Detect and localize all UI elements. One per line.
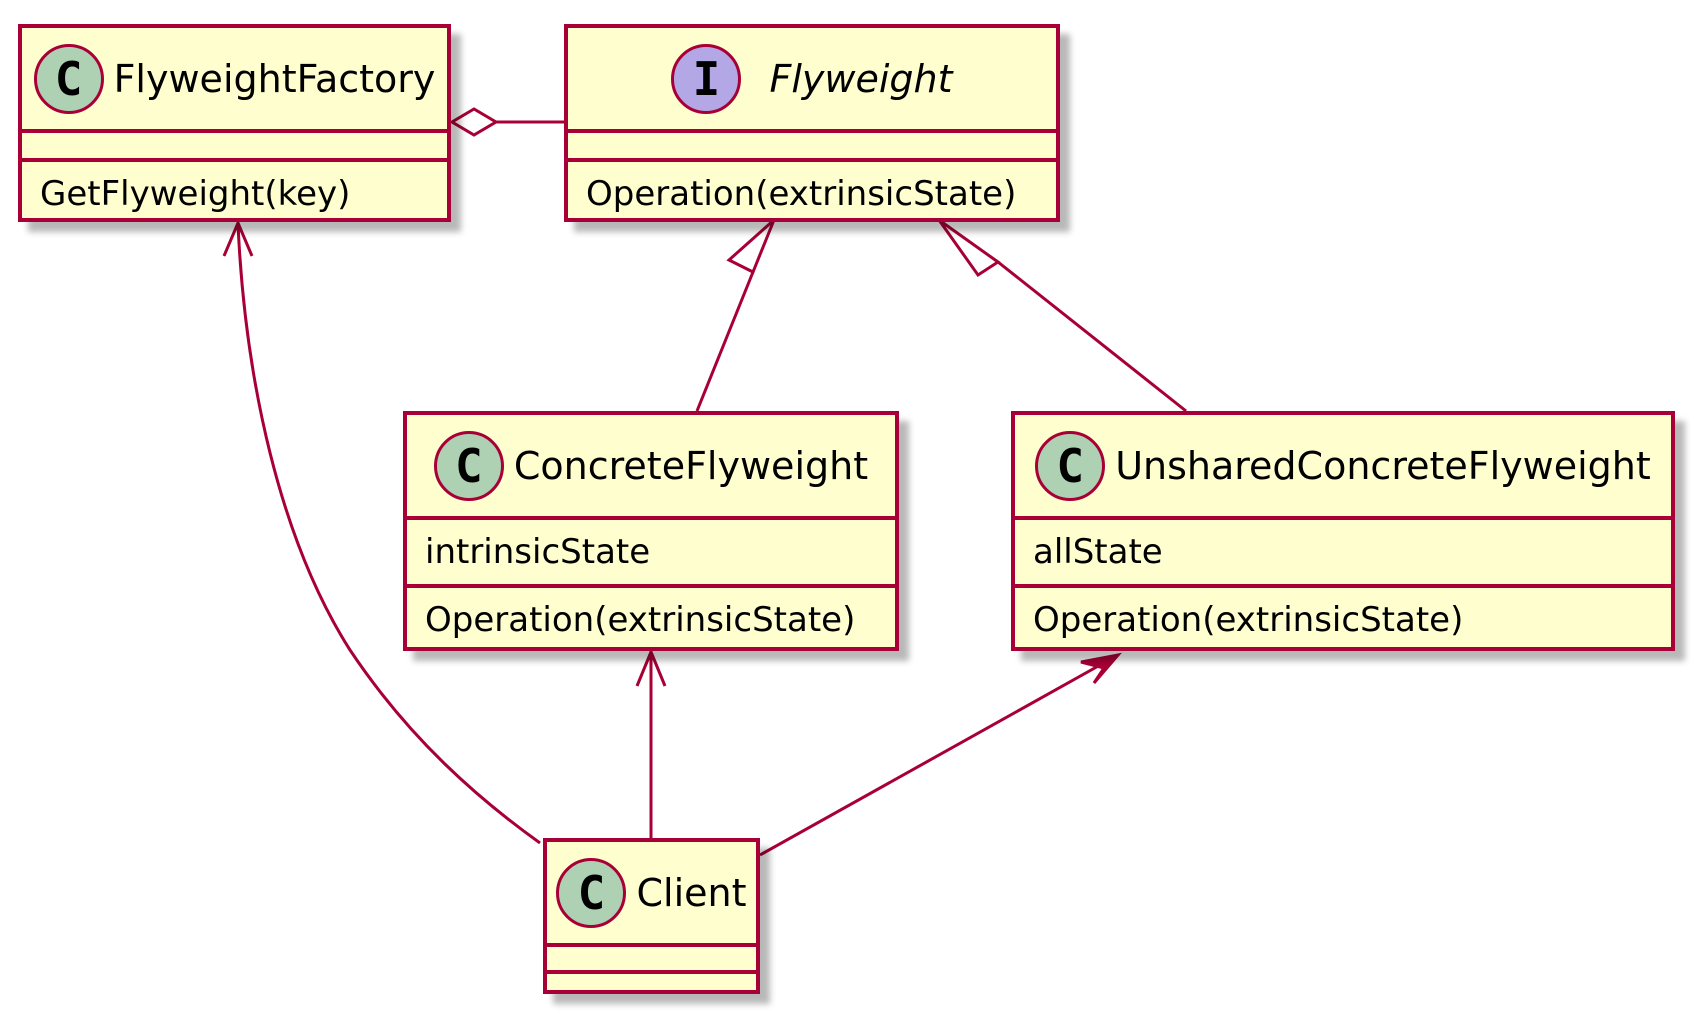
class-header: I Flyweight <box>568 28 1056 133</box>
class-name: Client <box>636 870 747 915</box>
aggregation-diamond <box>449 107 499 137</box>
association-arrowhead-concrete <box>635 648 667 687</box>
methods-section: Operation(extrinsicState) <box>407 584 895 652</box>
generalization-arrowhead-concrete <box>726 218 776 275</box>
method: GetFlyweight(key) <box>40 174 351 214</box>
class-unshared-concrete-flyweight[interactable]: C UnsharedConcreteFlyweight allState Ope… <box>1011 411 1675 651</box>
generalization-edge-unshared <box>997 260 1187 413</box>
generalization-edge-concrete <box>695 271 755 412</box>
field: allState <box>1033 532 1163 572</box>
class-header: C Client <box>547 842 756 947</box>
class-header: C FlyweightFactory <box>22 28 447 133</box>
class-flyweight[interactable]: I Flyweight Operation(extrinsicState) <box>564 24 1060 222</box>
class-stereotype-icon: C <box>33 43 104 114</box>
interface-stereotype-icon: I <box>671 43 742 114</box>
fields-section: intrinsicState <box>407 520 895 584</box>
association-edge-unshared <box>759 653 1119 857</box>
field: intrinsicState <box>425 532 651 572</box>
methods-section <box>547 970 756 994</box>
class-name: Flyweight <box>769 56 953 101</box>
method: Operation(extrinsicState) <box>425 600 856 640</box>
methods-section: GetFlyweight(key) <box>22 158 447 226</box>
class-stereotype-icon: C <box>1035 430 1106 501</box>
class-stereotype-icon: C <box>433 430 504 501</box>
class-name: FlyweightFactory <box>113 56 436 101</box>
association-arrowhead-unshared <box>1080 652 1122 684</box>
methods-section: Operation(extrinsicState) <box>1015 584 1671 652</box>
method: Operation(extrinsicState) <box>1033 600 1464 640</box>
fields-section <box>568 133 1056 158</box>
class-concrete-flyweight[interactable]: C ConcreteFlyweight intrinsicState Opera… <box>403 411 899 651</box>
class-name: UnsharedConcreteFlyweight <box>1115 443 1651 488</box>
association-edge-factory <box>236 223 541 845</box>
generalization-arrowhead-unshared <box>937 218 1001 278</box>
fields-section <box>547 947 756 970</box>
class-header: C UnsharedConcreteFlyweight <box>1015 415 1671 520</box>
fields-section: allState <box>1015 520 1671 584</box>
class-flyweight-factory[interactable]: C FlyweightFactory GetFlyweight(key) <box>18 24 451 222</box>
class-client[interactable]: C Client <box>543 838 760 994</box>
method: Operation(extrinsicState) <box>586 174 1017 214</box>
fields-section <box>22 133 447 158</box>
class-stereotype-icon: C <box>556 857 627 928</box>
class-name: ConcreteFlyweight <box>513 443 869 488</box>
association-arrowhead-factory <box>222 219 254 257</box>
methods-section: Operation(extrinsicState) <box>568 158 1056 226</box>
class-header: C ConcreteFlyweight <box>407 415 895 520</box>
